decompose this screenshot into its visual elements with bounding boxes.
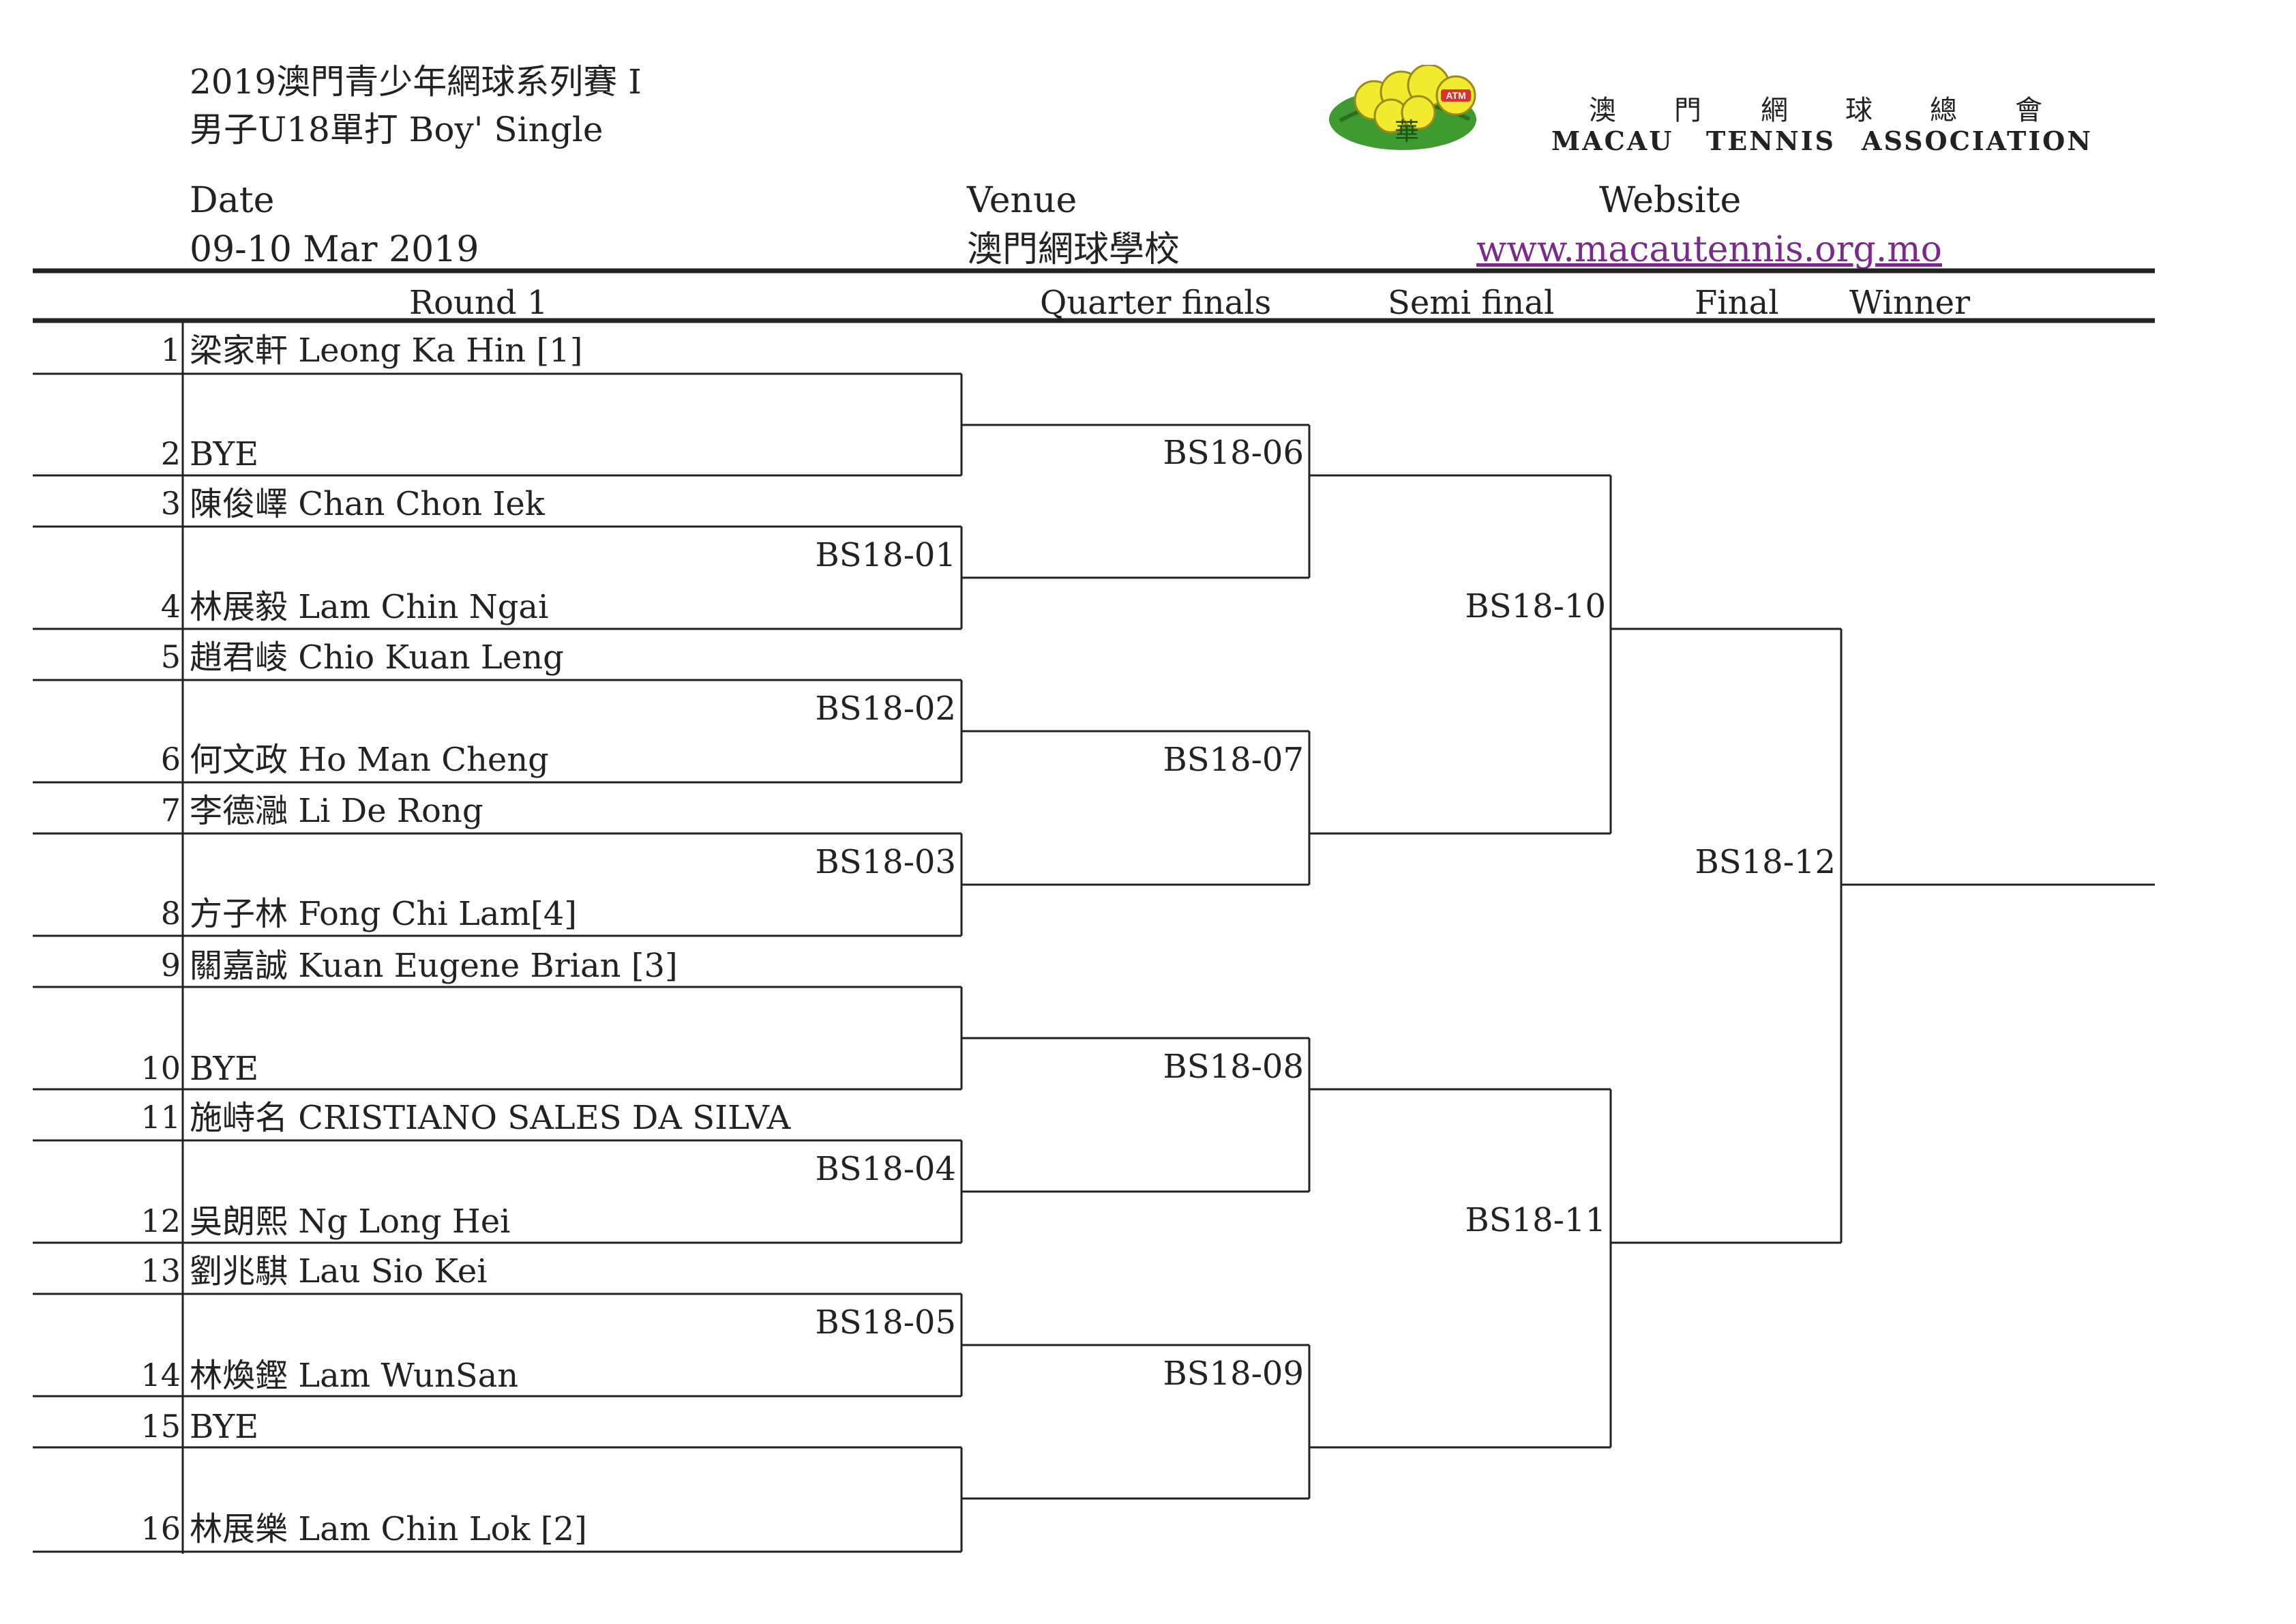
logo-badge-text: ATM: [1446, 90, 1465, 101]
seed-number: 13: [140, 1252, 181, 1289]
match-code: BS18-10: [1465, 587, 1606, 625]
logo-emblem-text: 華: [1395, 118, 1419, 146]
match-code: BS18-04: [815, 1150, 956, 1188]
match-code: BS18-06: [1163, 434, 1304, 472]
seed-number: 9: [160, 947, 181, 984]
player-name: 林展毅 Lam Chin Ngai: [190, 588, 549, 626]
venue-label: Venue: [967, 180, 1077, 221]
seed-number: 12: [140, 1202, 181, 1239]
association-name-zh-5: 總: [1930, 95, 1957, 126]
player-name: 劉兆騏 Lau Sio Kei: [190, 1252, 488, 1290]
player-name: BYE: [190, 1408, 259, 1446]
player-name: 林煥鏗 Lam WunSan: [190, 1357, 519, 1395]
match-code: BS18-09: [1163, 1355, 1304, 1393]
player-name: BYE: [190, 1050, 259, 1088]
round-header-winner: Winner: [1849, 284, 1971, 322]
event-title: 男子U18單打 Boy' Single: [190, 110, 603, 149]
association-name-zh-6: 會: [2015, 95, 2042, 126]
tournament-title: 2019澳門青少年網球系列賽 I: [190, 62, 642, 102]
seed-number: 7: [160, 792, 181, 829]
round-header-semi: Semi final: [1388, 284, 1555, 322]
association-name-en-1: MACAU: [1551, 126, 1674, 156]
player-name: 關嘉誠 Kuan Eugene Brian [3]: [190, 947, 678, 985]
seed-number: 1: [160, 331, 181, 368]
seed-number: 11: [140, 1099, 181, 1136]
player-name: 林展樂 Lam Chin Lok [2]: [190, 1510, 587, 1548]
seed-number: 6: [160, 741, 181, 778]
round-header-round1: Round 1: [409, 284, 548, 322]
website-label: Website: [1599, 180, 1742, 221]
match-code: BS18-01: [815, 536, 956, 574]
match-code: BS18-07: [1163, 741, 1304, 779]
round-header-final: Final: [1695, 284, 1779, 322]
round-header-quarter: Quarter finals: [1040, 284, 1272, 322]
seed-number: 15: [140, 1408, 181, 1445]
website-link[interactable]: www.macautennis.org.mo: [1476, 229, 1942, 270]
match-code: BS18-05: [815, 1303, 956, 1342]
player-name: 方子林 Fong Chi Lam[4]: [190, 895, 577, 933]
association-name-zh-4: 球: [1845, 95, 1873, 126]
date-label: Date: [190, 180, 275, 221]
association-name-zh-3: 網: [1761, 95, 1788, 126]
association-logo: ATM 華: [1326, 63, 1490, 153]
tennis-balls-logo-icon: ATM 華: [1329, 63, 1476, 150]
association-name-zh-1: 澳: [1589, 95, 1616, 126]
date-value: 09-10 Mar 2019: [190, 229, 479, 270]
venue-value: 澳門網球學校: [967, 229, 1180, 270]
seed-number: 4: [160, 588, 181, 625]
match-code: BS18-08: [1163, 1048, 1304, 1086]
match-code: BS18-02: [815, 690, 956, 728]
player-name: 梁家軒 Leong Ka Hin [1]: [190, 331, 583, 370]
match-code: BS18-03: [815, 843, 956, 881]
player-name: 吳朗熙 Ng Long Hei: [190, 1202, 511, 1241]
player-name: 陳俊嶧 Chan Chon Iek: [190, 485, 545, 523]
player-name: 施峙名 CRISTIANO SALES DA SILVA: [190, 1099, 791, 1137]
player-name: BYE: [190, 435, 259, 473]
seed-number: 14: [140, 1357, 181, 1393]
match-code: BS18-12: [1695, 843, 1836, 881]
player-name: 何文政 Ho Man Cheng: [190, 741, 549, 779]
seed-number: 2: [160, 435, 181, 472]
seed-number: 8: [160, 895, 181, 932]
seed-number: 5: [160, 638, 181, 675]
seed-number: 3: [160, 485, 181, 522]
association-name-en-3: ASSOCIATION: [1862, 126, 2093, 156]
player-name: 李德瀜 Li De Rong: [190, 792, 483, 830]
match-code: BS18-11: [1465, 1201, 1606, 1239]
seed-number: 16: [140, 1510, 181, 1547]
association-name-en-2: TENNIS: [1706, 126, 1836, 156]
player-name: 趙君崚 Chio Kuan Leng: [190, 638, 564, 677]
association-name-zh-2: 門: [1674, 95, 1701, 126]
seed-number: 10: [140, 1050, 181, 1087]
